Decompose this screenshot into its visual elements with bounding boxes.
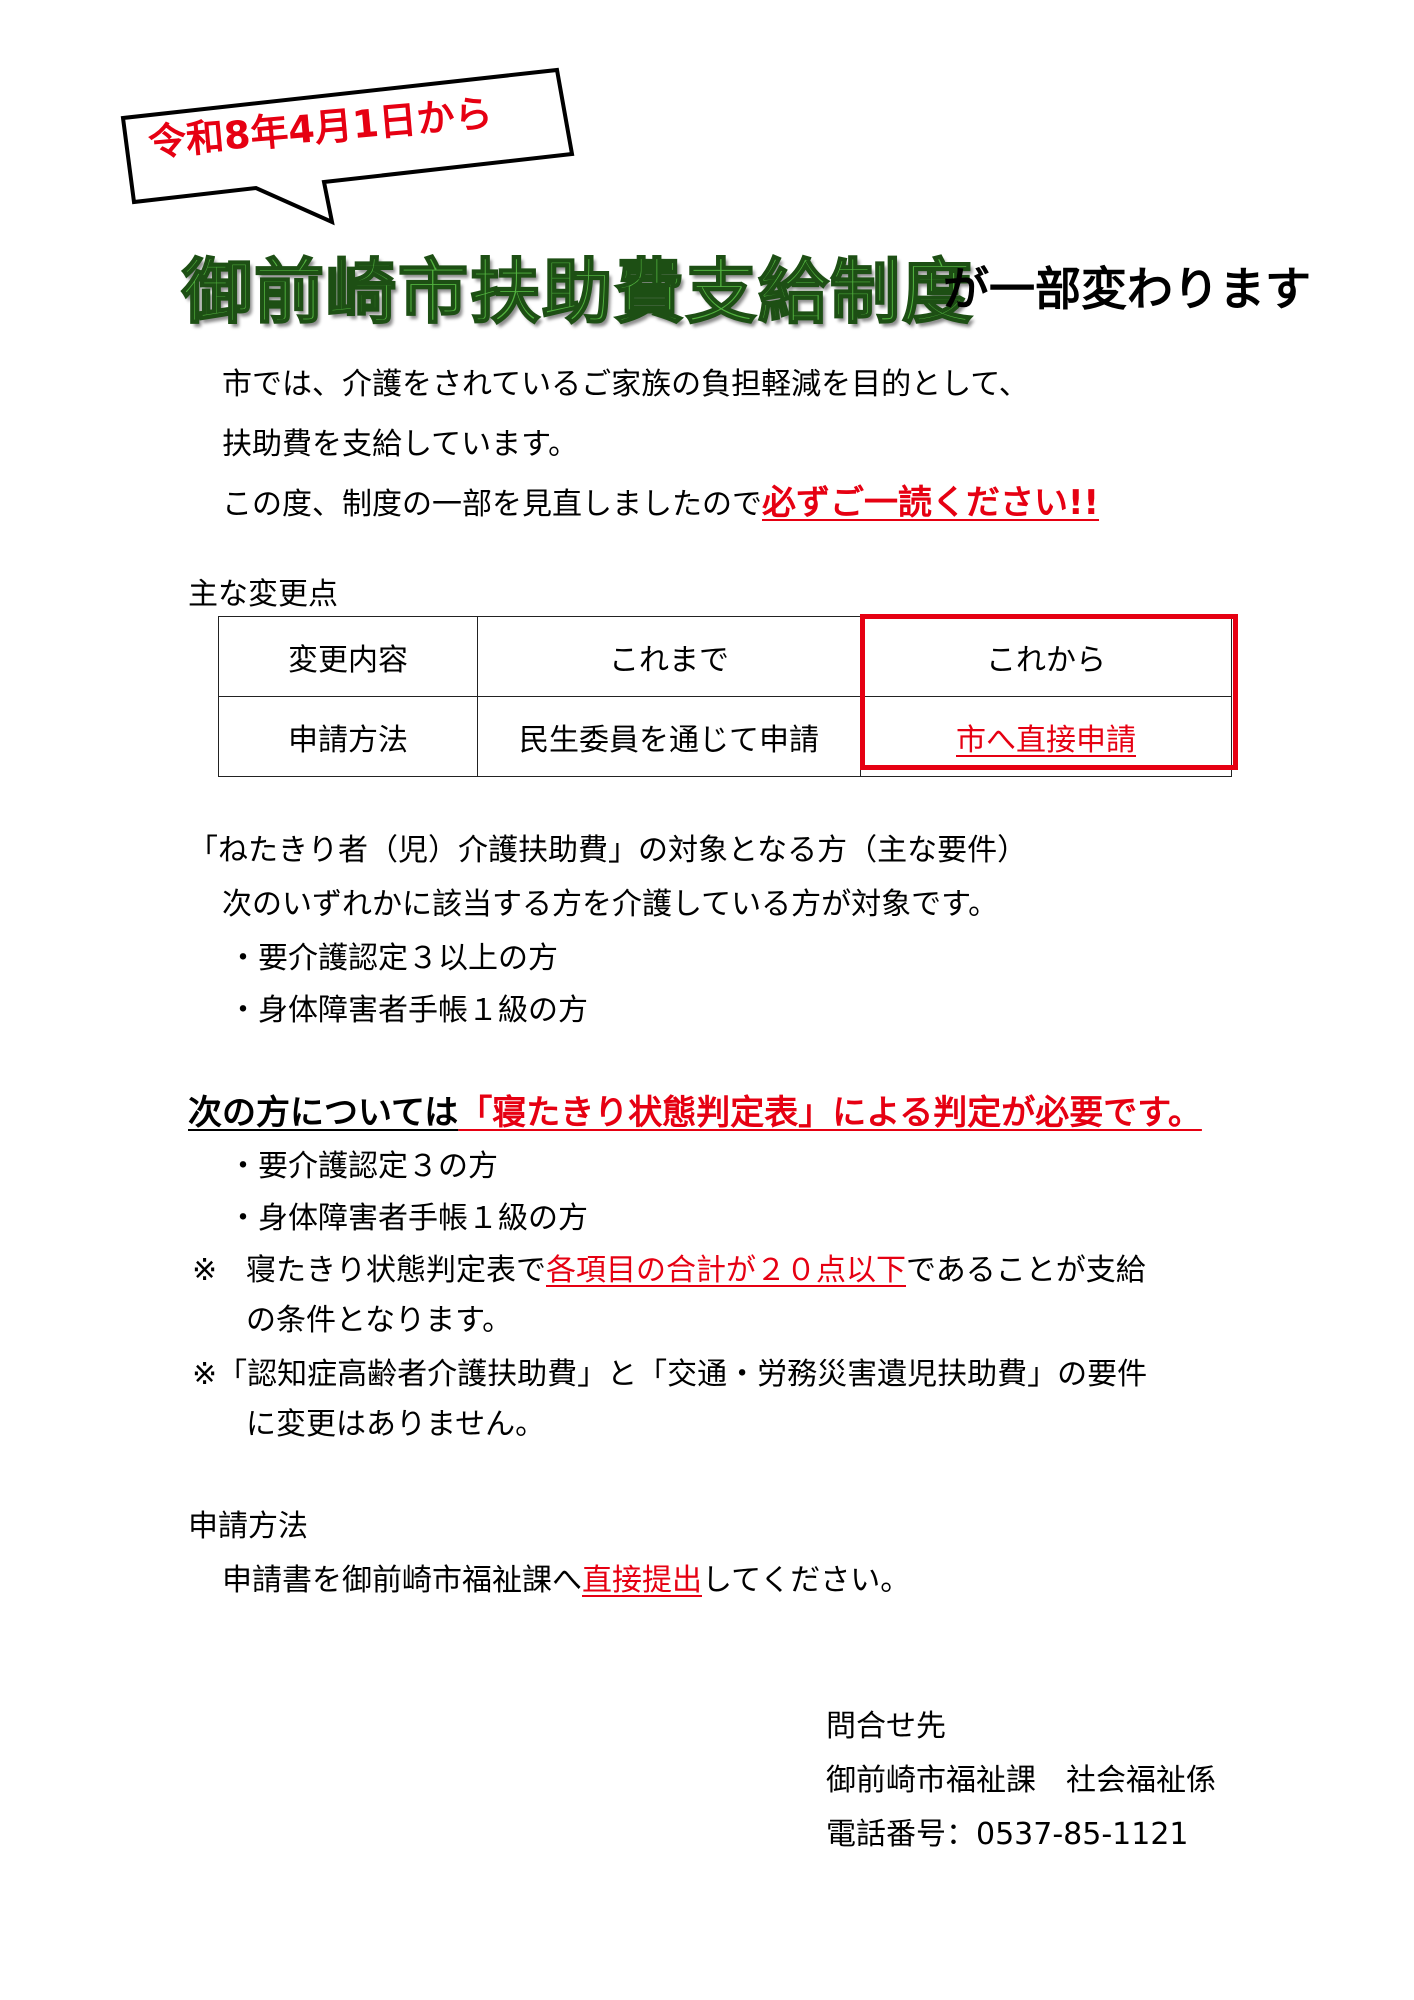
header-cell-before: これまで (477, 616, 861, 697)
intro-line-3: この度、制度の一部を見直しましたので必ずご一読ください!! (222, 486, 1099, 520)
eligibility-title: 「ねたきり者（児）介護扶助費」の対象となる方（主な要件） (188, 833, 1028, 868)
row-cell-before: 民生委員を通じて申請 (477, 696, 861, 777)
contact-heading: 問合せ先 (826, 1709, 946, 1744)
header-cell-item: 変更内容 (218, 616, 478, 697)
application-text-end: してください。 (702, 1563, 911, 1598)
judgement-emphasis: 「寝たきり状態判定表」による判定が必要です。 (458, 1093, 1202, 1133)
contact-office: 御前崎市福祉課 社会福祉係 (826, 1763, 1216, 1798)
speech-bubble (120, 67, 575, 226)
application-heading: 申請方法 (188, 1509, 308, 1544)
note-1-mark: ※ (192, 1253, 218, 1288)
page-title: 御前崎市扶助費支給制度 (181, 250, 974, 334)
note-1-text-end: であることが支給 (906, 1253, 1146, 1288)
header-cell-after: これから (860, 616, 1232, 697)
table-row: 申請方法 民生委員を通じて申請 市へ直接申請 (218, 696, 1232, 777)
highlight-frame (860, 614, 1238, 770)
judgement-item: ・身体障害者手帳１級の方 (228, 1201, 588, 1236)
intro-emphasis: 必ずご一読ください!! (762, 483, 1100, 523)
intro-line-3-text: この度、制度の一部を見直しましたので (222, 487, 762, 522)
judgement-lead: 次の方については (188, 1093, 459, 1133)
judgement-heading: 次の方については「寝たきり状態判定表」による判定が必要です。 (188, 1096, 1202, 1130)
changes-heading: 主な変更点 (188, 577, 338, 612)
note-1-text: 寝たきり状態判定表で (246, 1253, 546, 1288)
contact-phone: 電話番号：0537-85-1121 (826, 1817, 1189, 1852)
table-header-row: 変更内容 これまで これから (218, 616, 1232, 697)
application-text: 申請書を御前崎市福祉課へ直接提出してください。 (222, 1566, 910, 1596)
eligibility-intro: 次のいずれかに該当する方を介護している方が対象です。 (222, 887, 999, 922)
note-1-line-2: の条件となります。 (246, 1303, 513, 1338)
note-2-line-1: ※「認知症高齢者介護扶助費」と「交通・労務災害遺児扶助費」の要件 (192, 1357, 1148, 1392)
changes-table: 変更内容 これまで これから 申請方法 民生委員を通じて申請 市へ直接申請 (218, 616, 1232, 777)
row-cell-after: 市へ直接申請 (860, 696, 1232, 777)
note-1-emphasis: 各項目の合計が２０点以下 (546, 1253, 906, 1288)
judgement-item: ・要介護認定３の方 (228, 1149, 498, 1184)
note-2-line-2: に変更はありません。 (246, 1407, 546, 1442)
eligibility-item: ・身体障害者手帳１級の方 (228, 993, 588, 1028)
note-1-line-1: 寝たきり状態判定表で各項目の合計が２０点以下であることが支給 (246, 1256, 1146, 1286)
application-text-start: 申請書を御前崎市福祉課へ (222, 1563, 582, 1598)
row-cell-item: 申請方法 (218, 696, 478, 777)
intro-line-2: 扶助費を支給しています。 (222, 427, 579, 462)
application-emphasis: 直接提出 (582, 1563, 702, 1598)
page-title-suffix: が一部変わります (943, 262, 1311, 316)
eligibility-item: ・要介護認定３以上の方 (228, 941, 558, 976)
intro-line-1: 市では、介護をされているご家族の負担軽減を目的として、 (222, 367, 1029, 402)
